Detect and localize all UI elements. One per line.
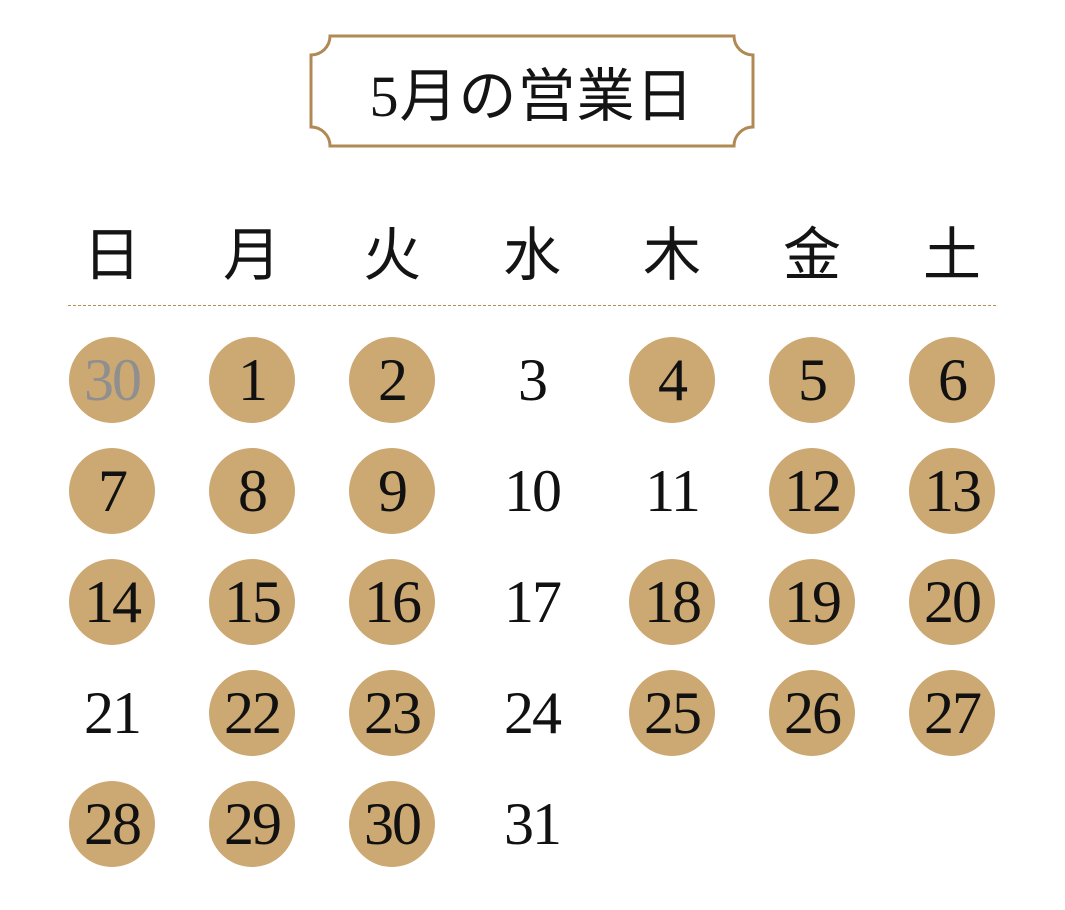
day-cell: 25 [602, 657, 742, 768]
day-cell: 21 [42, 657, 182, 768]
weekday-thu: 木 [642, 223, 701, 288]
closed-day-number: 3 [518, 346, 548, 413]
business-day-marker: 20 [909, 558, 995, 645]
day-cell: 1 [182, 324, 322, 435]
business-day-marker: 26 [769, 669, 855, 756]
day-cell: 2 [322, 324, 462, 435]
business-day-marker: 18 [629, 558, 715, 645]
business-day-marker: 7 [69, 447, 155, 534]
day-cell: 24 [462, 657, 602, 768]
day-cell: 22 [182, 657, 322, 768]
title-frame-border [309, 34, 755, 148]
day-cell: 16 [322, 546, 462, 657]
business-day-marker: 15 [209, 558, 295, 645]
weekday-mon: 月 [222, 223, 281, 288]
day-cell: 12 [742, 435, 882, 546]
weekday-sat: 土 [922, 223, 981, 288]
day-cell: 18 [602, 546, 742, 657]
day-cell: 5 [742, 324, 882, 435]
day-cell: 15 [182, 546, 322, 657]
business-day-marker: 13 [909, 447, 995, 534]
closed-day-number: 10 [504, 457, 562, 524]
day-cell: 3 [462, 324, 602, 435]
day-cell: 7 [42, 435, 182, 546]
day-cell: 31 [462, 768, 602, 879]
business-day-marker: 30 [69, 336, 155, 423]
day-cell: 20 [882, 546, 1022, 657]
weekday-tue: 火 [362, 223, 421, 288]
header-divider [68, 305, 996, 306]
day-cell: 30 [42, 324, 182, 435]
business-day-marker: 23 [349, 669, 435, 756]
weekday-header: 日 月 火 水 木 金 土 [42, 208, 1022, 292]
day-cell: 17 [462, 546, 602, 657]
day-cell: 28 [42, 768, 182, 879]
business-day-marker: 14 [69, 558, 155, 645]
day-cell: 29 [182, 768, 322, 879]
business-day-marker: 25 [629, 669, 715, 756]
business-day-marker: 6 [909, 336, 995, 423]
business-day-marker: 8 [209, 447, 295, 534]
day-cell: 8 [182, 435, 322, 546]
business-day-marker: 12 [769, 447, 855, 534]
closed-day-number: 11 [645, 457, 701, 524]
business-day-marker: 2 [349, 336, 435, 423]
day-cell: 23 [322, 657, 462, 768]
business-day-marker: 1 [209, 336, 295, 423]
business-day-marker: 29 [209, 780, 295, 867]
business-day-marker: 9 [349, 447, 435, 534]
day-cell: 13 [882, 435, 1022, 546]
day-cell: 6 [882, 324, 1022, 435]
calendar-title: 5月の営業日 [369, 64, 695, 129]
weekday-fri: 金 [782, 223, 841, 288]
day-cell: 4 [602, 324, 742, 435]
day-cell: 19 [742, 546, 882, 657]
weekday-wed: 水 [502, 223, 561, 288]
closed-day-number: 21 [84, 679, 142, 746]
weekday-sun: 日 [82, 223, 141, 288]
title-frame: 5月の営業日 [308, 33, 756, 149]
business-day-marker: 19 [769, 558, 855, 645]
day-cell: 10 [462, 435, 602, 546]
business-day-marker: 16 [349, 558, 435, 645]
closed-day-number: 31 [504, 790, 562, 857]
day-cell: 14 [42, 546, 182, 657]
closed-day-number: 17 [504, 568, 562, 635]
day-cell: 9 [322, 435, 462, 546]
closed-day-number: 24 [504, 679, 562, 746]
day-cell: 27 [882, 657, 1022, 768]
business-day-marker: 27 [909, 669, 995, 756]
business-day-marker: 22 [209, 669, 295, 756]
business-day-marker: 4 [629, 336, 715, 423]
day-cell: 11 [602, 435, 742, 546]
business-day-marker: 30 [349, 780, 435, 867]
business-day-marker: 28 [69, 780, 155, 867]
day-cell: 30 [322, 768, 462, 879]
day-cell: 26 [742, 657, 882, 768]
business-day-marker: 5 [769, 336, 855, 423]
